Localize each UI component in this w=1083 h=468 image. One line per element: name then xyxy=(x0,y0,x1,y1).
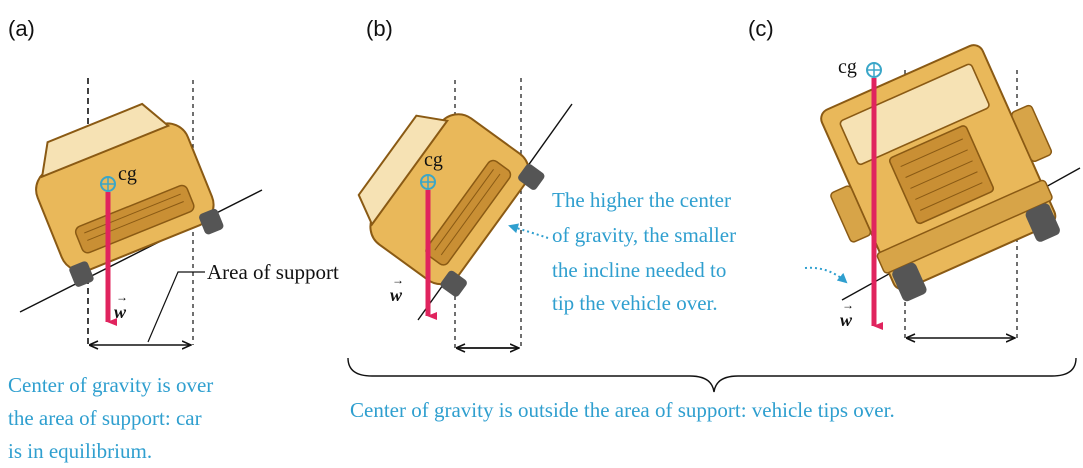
pointer-arrow-c xyxy=(804,266,848,284)
panel-a-label: (a) xyxy=(8,16,35,41)
car-b xyxy=(357,113,545,297)
bottom-right-caption: Center of gravity is outside the area of… xyxy=(350,398,895,422)
panel-c-label: (c) xyxy=(748,16,774,41)
area-of-support-label: Area of support xyxy=(207,260,339,284)
panel-c: (c) cg w → xyxy=(748,16,1081,338)
vector-arrow-a: → xyxy=(116,290,128,304)
incline-a xyxy=(19,189,263,313)
middle-caption-line-2: of gravity, the smaller xyxy=(552,223,736,247)
weight-label-a: w xyxy=(114,302,127,322)
middle-caption-line-4: tip the vehicle over. xyxy=(552,291,718,315)
cg-marker-b xyxy=(420,174,436,190)
cg-label-c: cg xyxy=(838,56,857,78)
truck-c xyxy=(820,44,1060,302)
panel-b: (b) cg w → xyxy=(357,16,573,348)
panel-a: (a) cg w → Area of support xyxy=(8,16,339,345)
cg-marker-c xyxy=(866,62,882,78)
grouping-brace xyxy=(347,357,1077,393)
bottom-left-caption: Center of gravity is over the area of su… xyxy=(8,373,213,463)
car-a xyxy=(35,102,224,287)
weight-label-b: w xyxy=(390,285,403,305)
cg-label-a: cg xyxy=(118,163,137,185)
bottom-left-caption-line-2: the area of support: car xyxy=(8,406,202,430)
middle-caption-line-3: the incline needed to xyxy=(552,258,726,282)
pointer-arrow-b xyxy=(508,223,549,239)
weight-label-c: w xyxy=(840,310,853,330)
vector-arrow-b: → xyxy=(392,273,404,287)
vector-arrow-c: → xyxy=(842,298,854,312)
area-leader-a xyxy=(147,271,205,343)
bottom-left-caption-line-3: is in equilibrium. xyxy=(8,439,152,463)
middle-caption: The higher the center of gravity, the sm… xyxy=(552,188,736,315)
cg-label-b: cg xyxy=(424,149,443,171)
bottom-left-caption-line-1: Center of gravity is over xyxy=(8,373,213,397)
middle-caption-line-1: The higher the center xyxy=(552,188,731,212)
cg-marker-a xyxy=(100,176,116,192)
panel-b-label: (b) xyxy=(366,16,393,41)
